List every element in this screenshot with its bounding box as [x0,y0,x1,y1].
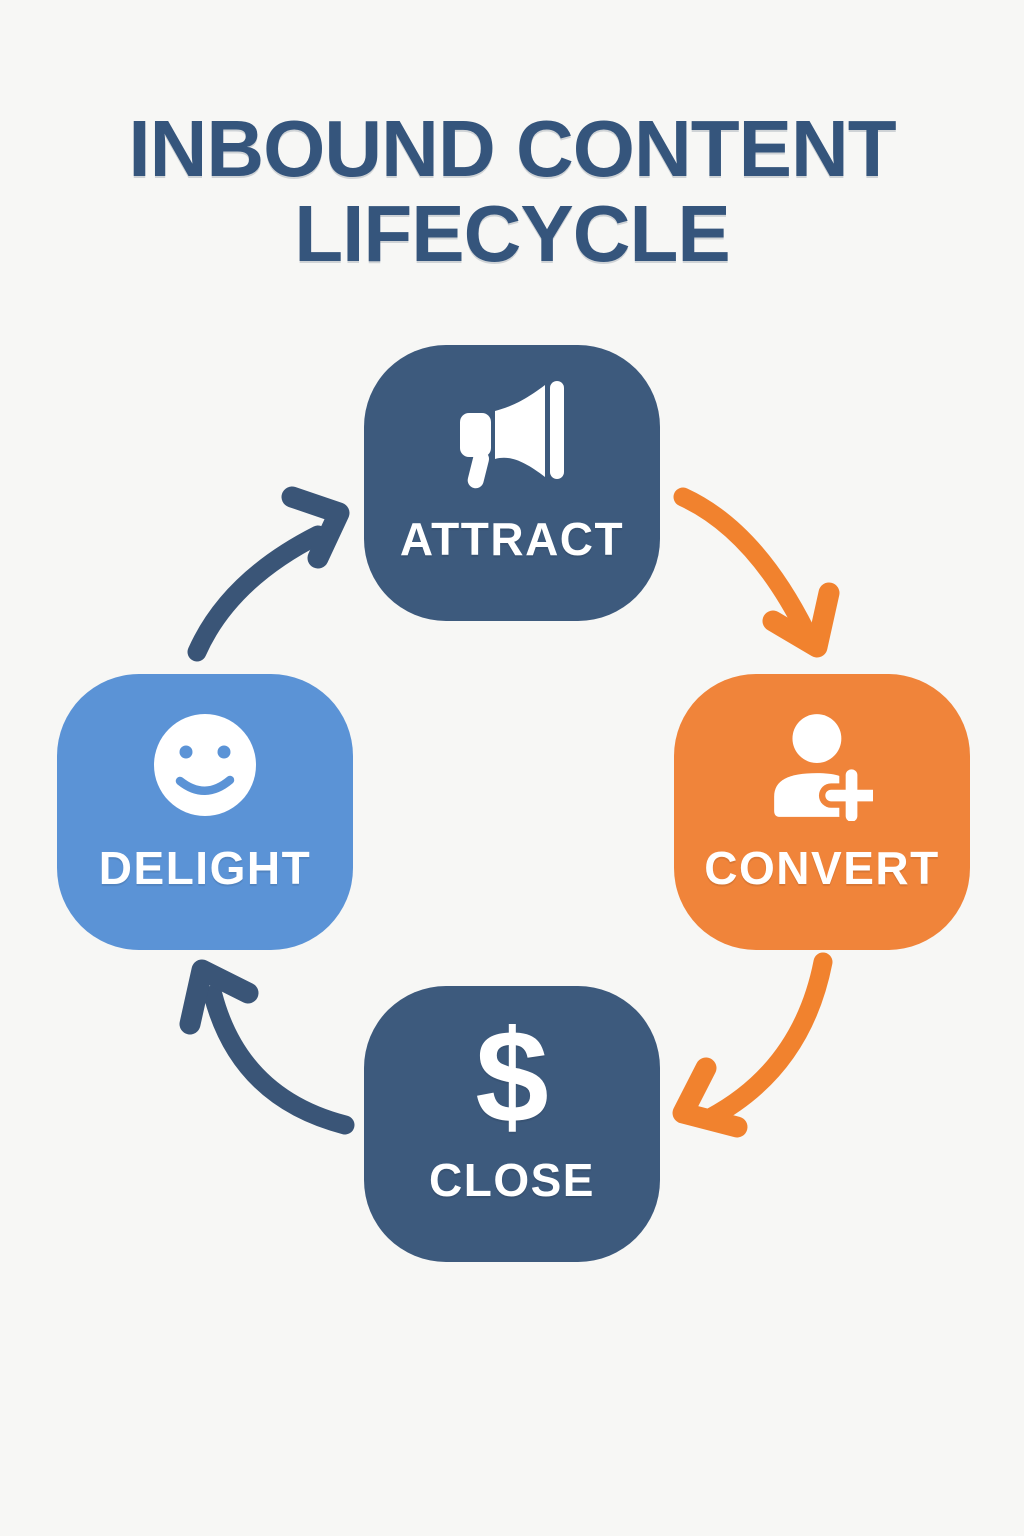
stage-delight: DELIGHT [57,674,353,950]
smiley-face-icon [153,706,257,824]
arrow-convert-to-close [672,952,833,1138]
dollar-glyph: $ [475,1003,549,1150]
stage-close: $ CLOSE [364,986,660,1262]
stage-label-convert: CONVERT [704,842,940,894]
title-line-2: LIFECYCLE [294,189,730,278]
arrow-delight-to-attract [187,486,350,662]
arrow-attract-to-convert [673,487,840,658]
arrow-close-to-delight [179,959,355,1135]
stage-convert: CONVERT [674,674,970,950]
stage-label-attract: ATTRACT [399,513,625,565]
stage-label-close: CLOSE [429,1154,595,1206]
dollar-sign-icon: $ [475,1003,549,1150]
user-plus-icon [771,706,873,824]
stage-attract: ATTRACT [364,345,660,621]
megaphone-icon [460,377,564,495]
title-line-1: INBOUND CONTENT [128,104,896,193]
stage-label-delight: DELIGHT [98,842,312,894]
